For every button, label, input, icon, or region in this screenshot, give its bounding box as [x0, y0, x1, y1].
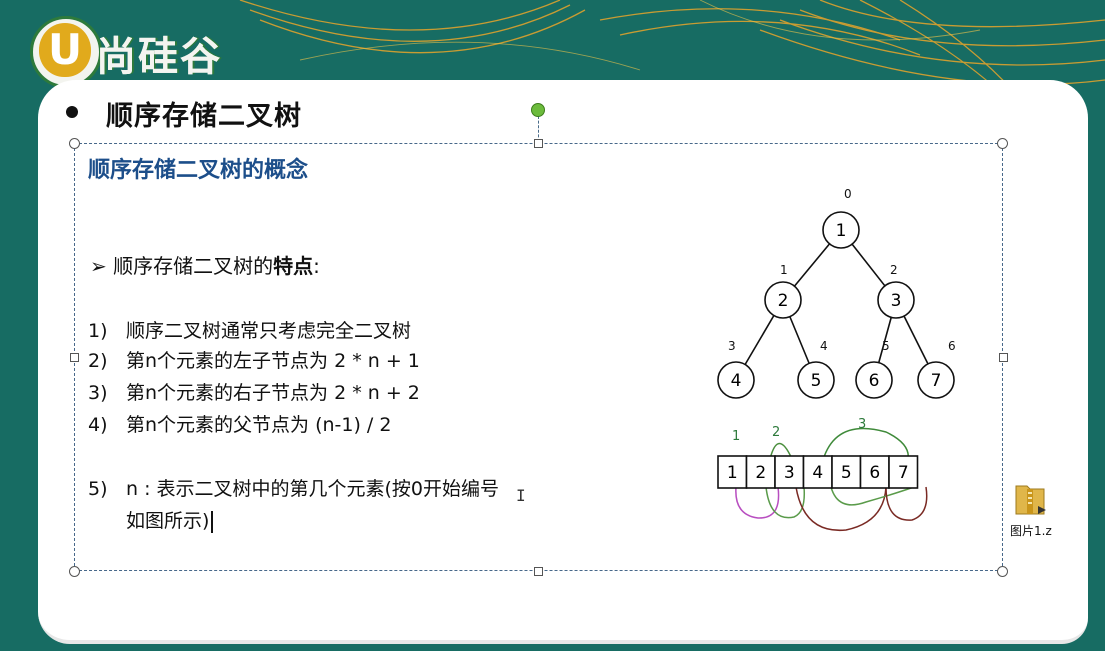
logo-badge: U	[30, 16, 102, 88]
array-cell	[802, 455, 833, 489]
tree-node-label: 7	[931, 371, 942, 391]
array-cell-label: 6	[869, 463, 880, 483]
list-number: 2)	[88, 350, 108, 372]
tree-index-label: 2	[890, 263, 898, 277]
file-label: 图片1.z	[1010, 524, 1052, 538]
array-cell-label: 1	[727, 463, 738, 483]
list-text: 如图所示)	[126, 510, 210, 532]
list-text: 顺序二叉树通常只考虑完全二叉树	[126, 320, 412, 342]
feature-suffix: :	[313, 254, 320, 278]
list-number: 3)	[88, 382, 108, 404]
resize-handle-left[interactable]	[70, 353, 79, 362]
array-cell-label: 5	[841, 463, 852, 483]
tree-node-label: 3	[891, 291, 902, 311]
list-item: 1) 顺序二叉树通常只考虑完全二叉树	[88, 316, 411, 343]
tree-node-label: 2	[778, 291, 789, 311]
tree-node: 1	[822, 211, 860, 249]
array-cell	[859, 455, 890, 489]
array-cell	[888, 455, 919, 489]
resize-handle-top-right[interactable]	[997, 138, 1008, 149]
list-number: 4)	[88, 414, 108, 436]
rotation-handle-stem	[538, 116, 539, 142]
tree-node: 6	[855, 361, 893, 399]
tree-index-label: 1	[780, 263, 788, 277]
ibeam-cursor-icon: I	[516, 486, 526, 505]
resize-handle-top[interactable]	[534, 139, 543, 148]
array-cell-label: 2	[755, 463, 766, 483]
array-cell-label: 7	[898, 463, 909, 483]
list-item: 5) n : 表示二叉树中的第几个元素(按0开始编号	[88, 474, 499, 501]
tree-node-label: 6	[869, 371, 880, 391]
list-item: 如图所示)	[88, 506, 214, 533]
tree-index-label: 4	[820, 339, 828, 353]
tree-index-label: 0	[844, 187, 852, 201]
list-text: n : 表示二叉树中的第几个元素(按0开始编号	[126, 478, 500, 500]
logo-text: 尚硅谷	[96, 34, 222, 80]
feature-heading: ➢ 顺序存储二叉树的特点:	[90, 250, 320, 279]
rotation-handle[interactable]	[531, 103, 545, 117]
feature-prefix: 顺序存储二叉树的	[113, 254, 274, 278]
tree-index-label: 6	[948, 339, 956, 353]
tree-index-label: 3	[728, 339, 736, 353]
tree-node: 3	[877, 281, 915, 319]
tree-node-label: 1	[836, 221, 847, 241]
logo: U 尚硅谷	[20, 8, 280, 88]
array-cell	[831, 455, 862, 489]
array-cell	[745, 455, 776, 489]
list-text: 第n个元素的父节点为 (n-1) / 2	[126, 414, 392, 436]
arc-label: 1	[732, 429, 740, 444]
list-text: 第n个元素的右子节点为 2 * n + 2	[126, 382, 420, 404]
resize-handle-right[interactable]	[999, 353, 1008, 362]
tree-node: 4	[717, 361, 755, 399]
list-item: 4) 第n个元素的父节点为 (n-1) / 2	[88, 410, 391, 437]
slide-title[interactable]: 顺序存储二叉树	[106, 101, 302, 132]
array-cell-label: 3	[784, 463, 795, 483]
resize-handle-bottom[interactable]	[534, 567, 543, 576]
array-cell-label: 4	[812, 463, 823, 483]
arrow-bullet-icon: ➢	[90, 254, 107, 278]
resize-handle-bottom-left[interactable]	[69, 566, 80, 577]
feature-bold: 特点	[273, 254, 314, 278]
resize-handle-top-left[interactable]	[69, 138, 80, 149]
list-item: 2) 第n个元素的左子节点为 2 * n + 1	[88, 346, 420, 373]
arc-label: 3	[858, 417, 866, 432]
array-cell	[717, 455, 748, 489]
tree-node-label: 4	[731, 371, 742, 391]
logo-letter: U	[39, 23, 91, 77]
title-bullet	[66, 106, 78, 118]
tree-node-label: 5	[811, 371, 822, 391]
tree-node: 2	[764, 281, 802, 319]
list-number: 5)	[88, 478, 108, 500]
tree-index-label: 5	[882, 339, 890, 353]
resize-handle-bottom-right[interactable]	[997, 566, 1008, 577]
tree-node: 5	[797, 361, 835, 399]
concept-heading: 顺序存储二叉树的概念	[88, 157, 309, 183]
text-cursor	[211, 510, 214, 533]
folder-zip-icon[interactable]	[1013, 480, 1047, 518]
list-item: 3) 第n个元素的右子节点为 2 * n + 2	[88, 378, 420, 405]
arc-label: 2	[772, 425, 780, 440]
list-text: 第n个元素的左子节点为 2 * n + 1	[126, 350, 420, 372]
tree-node: 7	[917, 361, 955, 399]
list-number: 1)	[88, 320, 108, 342]
